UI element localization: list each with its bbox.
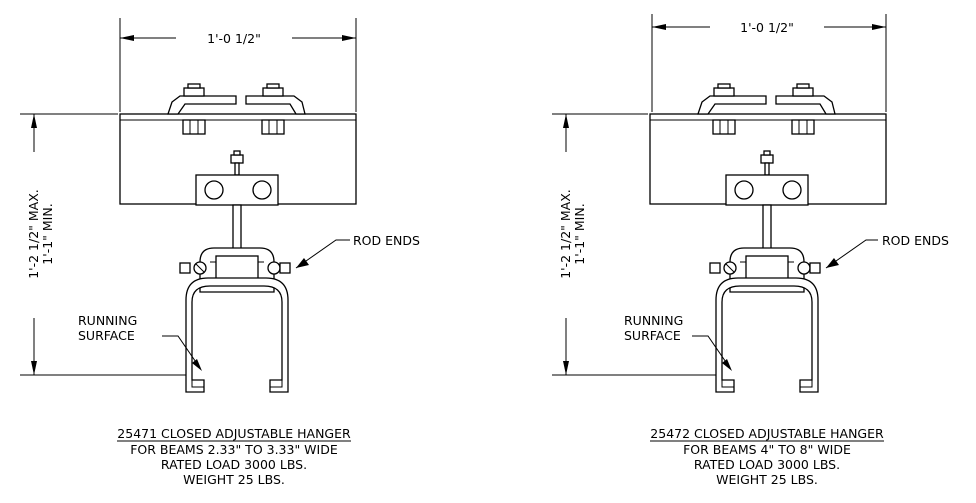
caption-25471: 25471 CLOSED ADJUSTABLE HANGER FOR BEAMS… (117, 426, 351, 487)
hanger-spec-beams: FOR BEAMS 4" TO 8" WIDE (683, 442, 851, 457)
running-surface-line2: SURFACE (78, 328, 135, 343)
hanger-spec-weight: WEIGHT 25 LBS. (716, 472, 818, 487)
height-max-label: 1'-2 1/2" MAX. (26, 189, 41, 279)
width-dimension-25471: 1'-0 1/2" (119, 18, 357, 112)
hanger-25471-art (119, 83, 357, 393)
rod-ends-label: ROD ENDS (882, 233, 949, 248)
hanger-spec-weight: WEIGHT 25 LBS. (183, 472, 285, 487)
hanger-spec-load: RATED LOAD 3000 LBS. (161, 457, 307, 472)
running-surface-callout-25471: RUNNING SURFACE (78, 313, 202, 371)
hanger-spec-load: RATED LOAD 3000 LBS. (694, 457, 840, 472)
hanger-title: 25471 CLOSED ADJUSTABLE HANGER (117, 426, 351, 441)
width-dim-label: 1'-0 1/2" (207, 31, 261, 46)
height-dimension-25472: 1'-2 1/2" MAX. 1'-1" MIN. (552, 113, 716, 376)
hanger-25471: 1'-0 1/2" 1'-2 1/2" MAX. 1'-1" MIN. ROD … (20, 18, 420, 487)
running-surface-line1: RUNNING (78, 313, 137, 328)
width-dimension-25472: 1'-0 1/2" (651, 14, 887, 112)
caption-25472: 25472 CLOSED ADJUSTABLE HANGER FOR BEAMS… (650, 426, 884, 487)
running-surface-line1: RUNNING (624, 313, 683, 328)
hanger-25472: 1'-0 1/2" 1'-2 1/2" MAX. 1'-1" MIN. ROD … (552, 14, 949, 487)
height-min-label: 1'-1" MIN. (40, 203, 55, 264)
hanger-25472-art (649, 83, 887, 393)
rod-ends-callout-25471: ROD ENDS (295, 233, 420, 269)
running-surface-callout-25472: RUNNING SURFACE (624, 313, 732, 371)
rod-ends-callout-25472: ROD ENDS (825, 233, 949, 269)
hanger-spec-beams: FOR BEAMS 2.33" TO 3.33" WIDE (130, 442, 338, 457)
height-dimension-25471: 1'-2 1/2" MAX. 1'-1" MIN. (20, 113, 186, 376)
running-surface-line2: SURFACE (624, 328, 681, 343)
rod-ends-label: ROD ENDS (353, 233, 420, 248)
height-max-label: 1'-2 1/2" MAX. (558, 189, 573, 279)
width-dim-label: 1'-0 1/2" (740, 20, 794, 35)
height-min-label: 1'-1" MIN. (572, 203, 587, 264)
hanger-title: 25472 CLOSED ADJUSTABLE HANGER (650, 426, 884, 441)
